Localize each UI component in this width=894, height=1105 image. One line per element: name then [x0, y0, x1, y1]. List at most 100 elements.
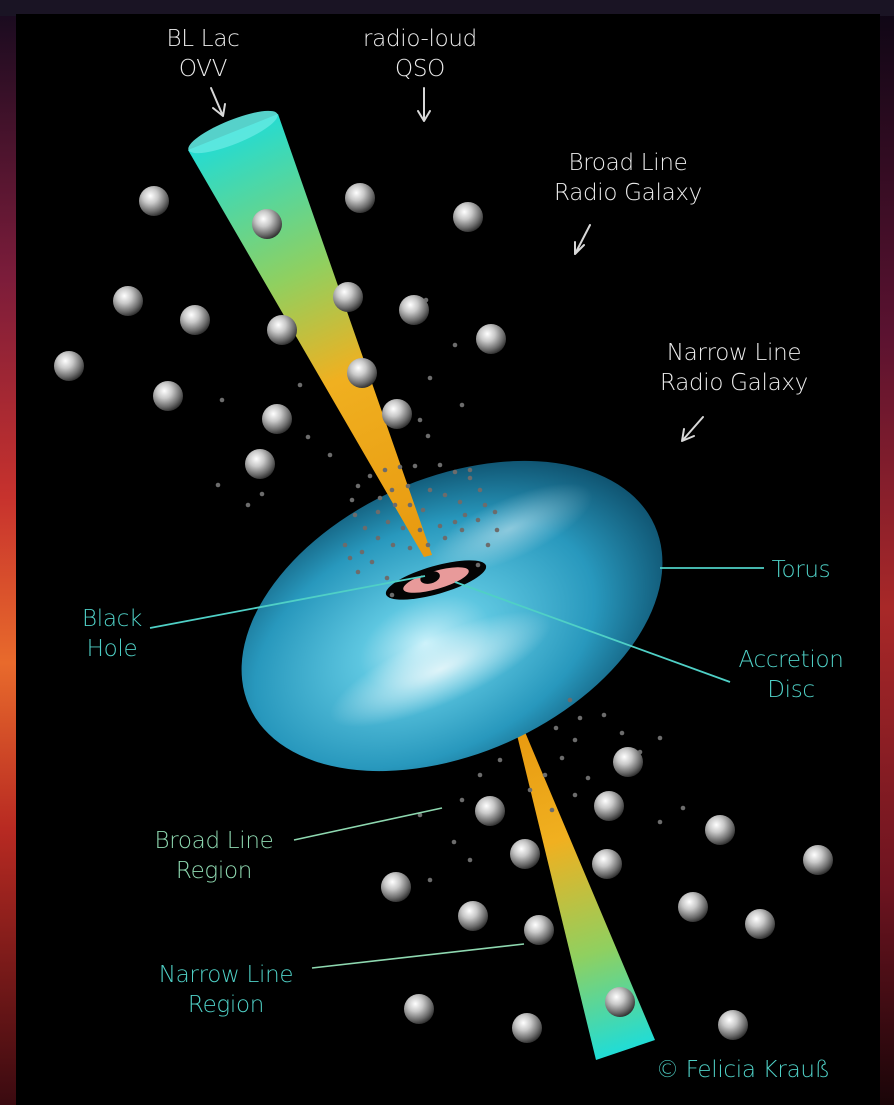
cloud-dot — [459, 527, 465, 533]
accretion-disc-label: Accretion Disc — [738, 647, 844, 703]
cloud-dot — [259, 491, 265, 497]
narrow-line-region-leader — [311, 943, 525, 969]
cloud-dot — [577, 715, 583, 721]
cloud-sphere — [594, 791, 624, 821]
cloud-dot — [585, 775, 591, 781]
cloud-dot — [355, 569, 361, 575]
cloud-dot — [482, 502, 488, 508]
cloud-dot — [494, 527, 500, 533]
cloud-dot — [437, 523, 443, 529]
cloud-sphere — [705, 815, 735, 845]
bl-lac-label: BL Lac OVV — [166, 26, 240, 82]
cloud-dot — [377, 495, 383, 501]
copyright-credit: © Felicia Krauß — [656, 1057, 830, 1083]
black-hole — [420, 571, 440, 584]
cloud-dot — [452, 519, 458, 525]
cloud-dot — [553, 725, 559, 731]
cloud-dot — [407, 502, 413, 508]
cloud-dot — [305, 434, 311, 440]
cloud-dot — [457, 499, 463, 505]
cloud-dot — [420, 507, 426, 513]
cloud-dot — [442, 492, 448, 498]
cloud-dot — [367, 473, 373, 479]
torus-label: Torus — [771, 557, 831, 583]
cloud-dot — [352, 512, 358, 518]
cloud-dot — [425, 433, 431, 439]
narrow-line-clouds — [54, 183, 833, 1043]
cloud-dot — [451, 839, 457, 845]
cloud-dot — [245, 502, 251, 508]
cloud-dot — [459, 402, 465, 408]
cloud-dot — [349, 497, 355, 503]
cloud-dot — [467, 475, 473, 481]
cloud-dot — [467, 467, 473, 473]
cloud-dot — [400, 525, 406, 531]
cloud-dot — [477, 772, 483, 778]
cloud-sphere — [512, 1013, 542, 1043]
cloud-sphere — [245, 449, 275, 479]
cloud-dot — [452, 469, 458, 475]
cloud-dot — [459, 797, 465, 803]
cloud-sphere — [718, 1010, 748, 1040]
cloud-dot — [462, 512, 468, 518]
broad-line-region-label: Broad Line Region — [154, 828, 274, 884]
broad-line-region-leader — [293, 807, 443, 841]
cloud-dot — [215, 482, 221, 488]
cloud-dot — [559, 755, 565, 761]
cloud-dot — [442, 535, 448, 541]
cloud-sphere — [678, 892, 708, 922]
nlrg-arrow — [681, 416, 704, 442]
qso-arrow — [417, 87, 431, 122]
cloud-sphere — [404, 994, 434, 1024]
cloud-sphere — [613, 747, 643, 777]
cloud-dot — [467, 857, 473, 863]
cloud-dot — [362, 525, 368, 531]
cloud-sphere — [113, 286, 143, 316]
cloud-dot — [542, 772, 548, 778]
cloud-dot — [657, 735, 663, 741]
cloud-dot — [680, 805, 686, 811]
cloud-sphere — [267, 315, 297, 345]
cloud-dot — [385, 519, 391, 525]
cloud-dot — [427, 487, 433, 493]
accretion-disc-leader — [454, 581, 731, 683]
blrg-arrow — [574, 224, 591, 255]
cloud-sphere — [524, 915, 554, 945]
cloud-dot — [392, 502, 398, 508]
cloud-sphere — [475, 796, 505, 826]
cloud-dot — [572, 737, 578, 743]
cloud-dot — [389, 487, 395, 493]
cloud-dot — [619, 730, 625, 736]
cloud-dot — [389, 592, 395, 598]
cloud-dot — [549, 807, 555, 813]
cloud-dot — [475, 517, 481, 523]
nlrg-label: Narrow Line Radio Galaxy — [660, 340, 808, 396]
cloud-sphere — [347, 358, 377, 388]
bl-lac-arrow — [210, 87, 226, 117]
cloud-sphere — [453, 202, 483, 232]
cloud-dot — [572, 792, 578, 798]
lower-jet — [517, 732, 655, 1060]
cloud-dot — [407, 545, 413, 551]
cloud-dot — [297, 382, 303, 388]
cloud-dot — [405, 483, 411, 489]
cloud-dot — [427, 877, 433, 883]
cloud-sphere — [510, 839, 540, 869]
cloud-dot — [527, 787, 533, 793]
cloud-dot — [475, 562, 481, 568]
cloud-dot — [601, 712, 607, 718]
cloud-dot — [375, 509, 381, 515]
cloud-dot — [417, 812, 423, 818]
cloud-sphere — [54, 351, 84, 381]
cloud-dot — [382, 467, 388, 473]
cloud-dot — [397, 464, 403, 470]
qso-label: radio-loud QSO — [363, 26, 477, 82]
cloud-dot — [355, 483, 361, 489]
cloud-dot — [657, 819, 663, 825]
black-hole-leader — [149, 575, 426, 629]
cloud-sphere — [382, 399, 412, 429]
cloud-dot — [452, 342, 458, 348]
cloud-sphere — [153, 381, 183, 411]
cloud-sphere — [745, 909, 775, 939]
